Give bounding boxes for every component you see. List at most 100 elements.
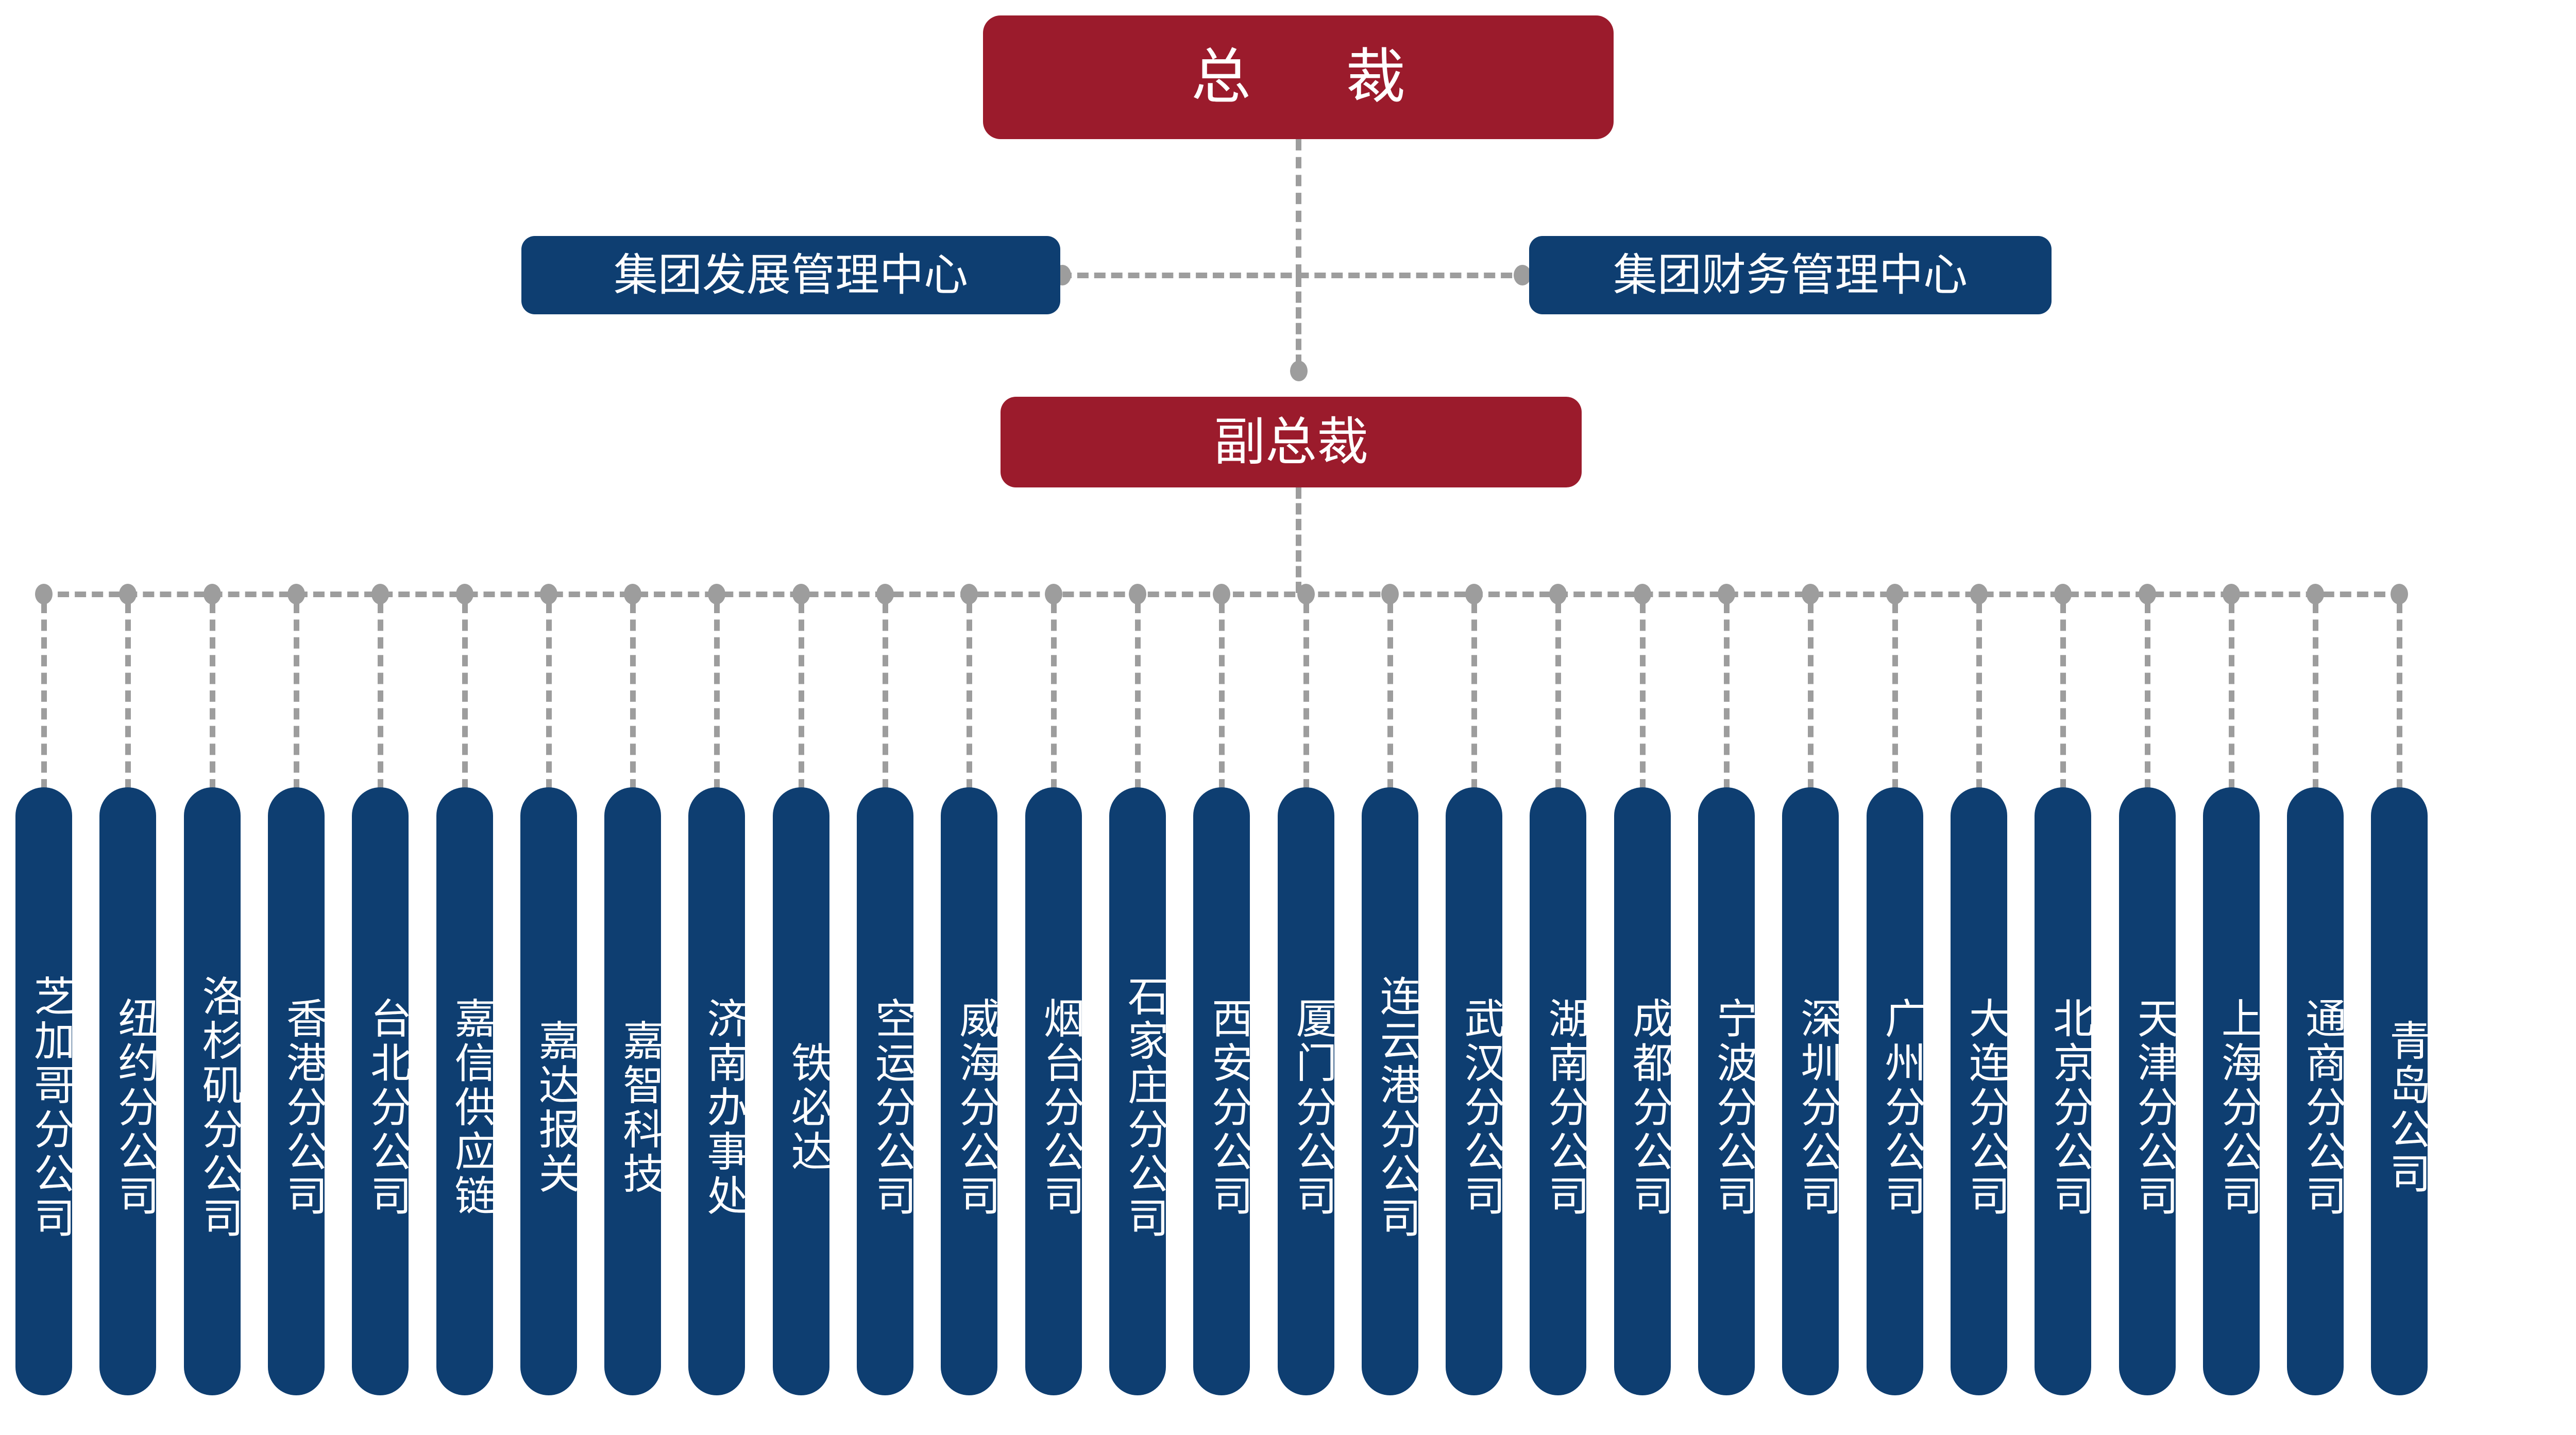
branch-pill-label: 连云港分公司 bbox=[1374, 975, 1420, 1241]
branch-pill-label: 烟台分公司 bbox=[1038, 997, 1084, 1219]
connector-dot-branch bbox=[1970, 584, 1988, 604]
branch-pill-label: 芝加哥分公司 bbox=[28, 975, 74, 1241]
connector-branch-drop bbox=[1471, 602, 1478, 790]
connector-branch-drop bbox=[1387, 602, 1393, 790]
branch-pill[interactable]: 嘉智科技 bbox=[604, 787, 663, 1395]
branch-pill[interactable]: 天津分公司 bbox=[2119, 787, 2178, 1395]
branch-pill[interactable]: 烟台分公司 bbox=[1025, 787, 1084, 1395]
branch-pill[interactable]: 湖南分公司 bbox=[1530, 787, 1588, 1395]
branch-pill-label: 深圳分公司 bbox=[1795, 997, 1841, 1219]
branch-pill-label: 铁必达 bbox=[785, 1041, 832, 1174]
branch-pill[interactable]: 嘉信供应链 bbox=[436, 787, 495, 1395]
connector-branch-drop bbox=[883, 602, 888, 790]
branch-pill-label: 上海分公司 bbox=[2215, 997, 2262, 1219]
branch-pill-label: 空运分公司 bbox=[870, 997, 916, 1219]
connector-dot-branch bbox=[2222, 584, 2240, 604]
branch-pill[interactable]: 济南办事处 bbox=[688, 787, 748, 1395]
connector-branch-drop bbox=[2228, 602, 2234, 790]
connector-branch-drop bbox=[714, 602, 720, 790]
branch-pill[interactable]: 纽约分公司 bbox=[99, 787, 158, 1395]
connector-dot-branch bbox=[1044, 584, 1062, 604]
branch-pill[interactable]: 武汉分公司 bbox=[1446, 787, 1505, 1395]
connector-branch-drop bbox=[462, 602, 468, 790]
branch-pill[interactable]: 石家庄分公司 bbox=[1109, 787, 1168, 1395]
branch-pill[interactable]: 成都分公司 bbox=[1614, 787, 1673, 1395]
connector-branch-drop bbox=[2144, 602, 2150, 790]
branch-pill-label: 厦门分公司 bbox=[1290, 997, 1336, 1219]
branch-pill[interactable]: 厦门分公司 bbox=[1277, 787, 1336, 1395]
node-vice-president[interactable]: 副总裁 bbox=[1001, 397, 1582, 487]
connector-dot-branch bbox=[1802, 584, 1820, 604]
connector-dot-branch bbox=[203, 584, 221, 604]
connector-branch-drop bbox=[293, 602, 299, 790]
branch-pill[interactable]: 通商分公司 bbox=[2287, 787, 2346, 1395]
branch-pill-label: 西安分公司 bbox=[1206, 997, 1252, 1219]
branch-pill[interactable]: 台北分公司 bbox=[352, 787, 411, 1395]
branch-pill-label: 天津分公司 bbox=[2131, 997, 2178, 1219]
branch-pill[interactable]: 北京分公司 bbox=[2035, 787, 2093, 1395]
branch-pill-label: 宁波分公司 bbox=[1711, 997, 1757, 1219]
connector-branch-drop bbox=[1303, 602, 1309, 790]
connector-bus-to-vice-president bbox=[1296, 276, 1301, 366]
connector-centers-bus bbox=[1060, 273, 1529, 278]
branch-pill[interactable]: 青岛公司 bbox=[2371, 787, 2430, 1395]
connector-branch-drop bbox=[1892, 602, 1898, 790]
connector-branch-drop bbox=[1050, 602, 1057, 790]
branch-list: 芝加哥分公司纽约分公司洛杉矶分公司香港分公司台北分公司嘉信供应链嘉达报关嘉智科技… bbox=[0, 787, 2576, 1395]
connector-dot-branch bbox=[624, 584, 642, 604]
connector-dot-branch bbox=[1381, 584, 1399, 604]
connector-branch-drop bbox=[1555, 602, 1562, 790]
branch-pill[interactable]: 洛杉矶分公司 bbox=[183, 787, 243, 1395]
branch-pill-label: 威海分公司 bbox=[954, 997, 1000, 1219]
connector-dot-branch bbox=[1633, 584, 1651, 604]
node-group-finance-management-center[interactable]: 集团财务管理中心 bbox=[1529, 236, 2052, 314]
connector-dot-branch bbox=[1886, 584, 1904, 604]
branch-pill[interactable]: 威海分公司 bbox=[941, 787, 1000, 1395]
branch-pill-label: 广州分公司 bbox=[1879, 997, 1925, 1219]
branch-pill-label: 嘉达报关 bbox=[533, 1019, 579, 1196]
connector-branch-drop bbox=[1724, 602, 1730, 790]
connector-dot-branch bbox=[1297, 584, 1315, 604]
branch-pill[interactable]: 上海分公司 bbox=[2202, 787, 2262, 1395]
branch-pill[interactable]: 大连分公司 bbox=[1950, 787, 2009, 1395]
connector-dot-branch bbox=[1549, 584, 1567, 604]
branch-pill-label: 成都分公司 bbox=[1626, 997, 1673, 1219]
branch-pill[interactable]: 连云港分公司 bbox=[1361, 787, 1420, 1395]
branch-pill[interactable]: 空运分公司 bbox=[857, 787, 916, 1395]
branch-pill-label: 石家庄分公司 bbox=[1122, 975, 1168, 1241]
branch-pill[interactable]: 嘉达报关 bbox=[520, 787, 579, 1395]
connector-dot-branch bbox=[539, 584, 557, 604]
branch-pill[interactable]: 芝加哥分公司 bbox=[15, 787, 74, 1395]
branch-pill-label: 香港分公司 bbox=[280, 997, 327, 1219]
connector-branch-drop bbox=[125, 602, 131, 790]
connector-branch-drop bbox=[1976, 602, 1982, 790]
connector-dot-branch bbox=[287, 584, 305, 604]
connector-president-to-bus bbox=[1296, 139, 1301, 276]
connector-branch-drop bbox=[1219, 602, 1225, 790]
connector-dot-branch bbox=[960, 584, 978, 604]
branch-pill-label: 通商分公司 bbox=[2300, 997, 2346, 1219]
node-president[interactable]: 总 裁 bbox=[983, 15, 1614, 139]
branch-pill-label: 济南办事处 bbox=[701, 997, 748, 1219]
connector-branch-drop bbox=[2313, 602, 2319, 790]
branch-pill[interactable]: 西安分公司 bbox=[1193, 787, 1252, 1395]
branch-pill[interactable]: 香港分公司 bbox=[267, 787, 327, 1395]
branch-pill[interactable]: 广州分公司 bbox=[1866, 787, 1925, 1395]
node-group-development-management-center[interactable]: 集团发展管理中心 bbox=[521, 236, 1060, 314]
branch-pill-label: 大连分公司 bbox=[1963, 997, 2009, 1219]
connector-dot-branch bbox=[1213, 584, 1231, 604]
connector-branch-drop bbox=[209, 602, 215, 790]
branch-pill-label: 台北分公司 bbox=[365, 997, 411, 1219]
connector-branch-drop bbox=[967, 602, 973, 790]
branch-pill[interactable]: 铁必达 bbox=[772, 787, 832, 1395]
connector-dot-vice-president bbox=[1290, 361, 1308, 381]
branch-pill-label: 武汉分公司 bbox=[1459, 997, 1505, 1219]
branch-pill-label: 洛杉矶分公司 bbox=[196, 975, 243, 1241]
branch-pill[interactable]: 宁波分公司 bbox=[1698, 787, 1757, 1395]
branch-pill-label: 嘉信供应链 bbox=[449, 997, 495, 1219]
branch-pill[interactable]: 深圳分公司 bbox=[1782, 787, 1841, 1395]
connector-dot-branch bbox=[2138, 584, 2156, 604]
connector-dot-branch bbox=[2054, 584, 2072, 604]
connector-dot-branch bbox=[455, 584, 473, 604]
connector-branch-drop bbox=[2060, 602, 2066, 790]
